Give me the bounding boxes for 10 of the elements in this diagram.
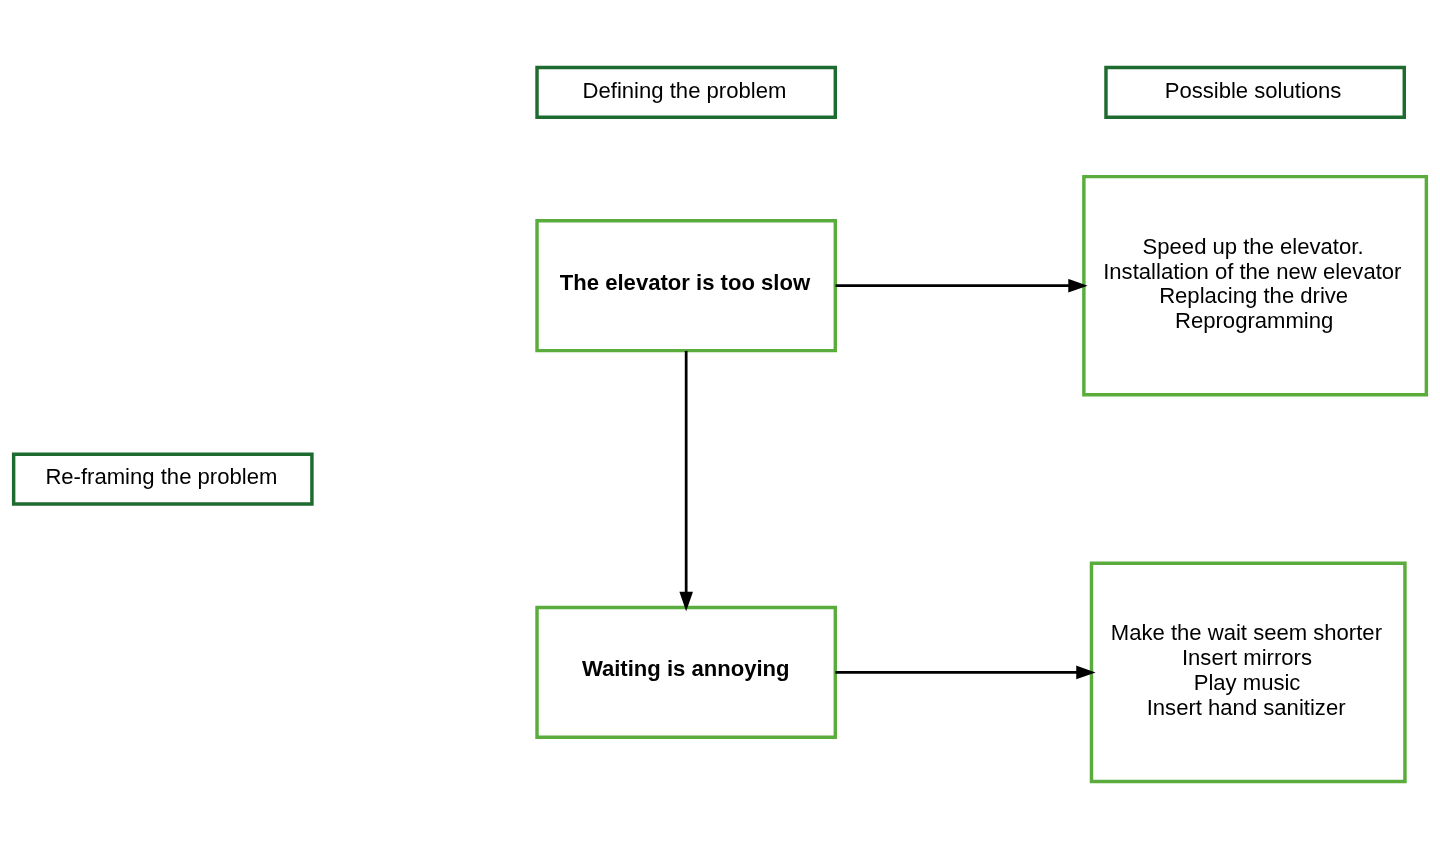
node-box: Defining the problem <box>535 65 838 119</box>
node-box: The elevator is too slow <box>535 218 838 352</box>
node-box: Possible solutions <box>1104 65 1406 119</box>
arrow <box>679 350 693 611</box>
node-box: Speed up the elevator. Installation of the new elevator Replacing the drive Reprogramming <box>1082 174 1429 397</box>
node-box: Waiting is annoying <box>535 605 838 739</box>
arrow <box>835 665 1096 679</box>
node-box: Re-framing the problem <box>11 451 314 506</box>
arrow <box>835 278 1088 292</box>
node-box: Make the wait seem shorter Insert mirrors Play music Insert hand sanitizer <box>1089 561 1407 783</box>
